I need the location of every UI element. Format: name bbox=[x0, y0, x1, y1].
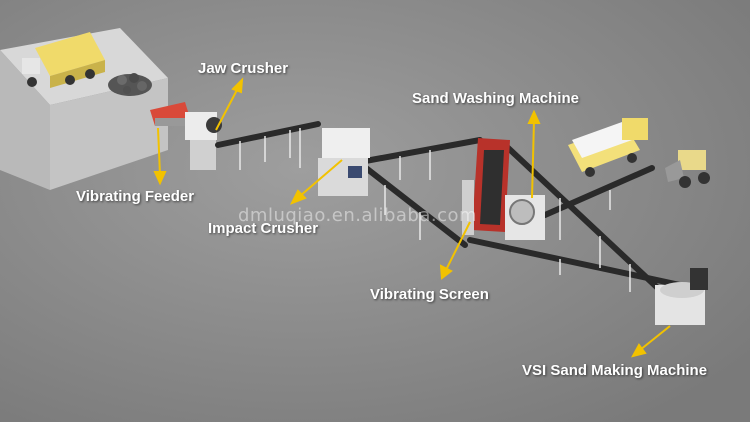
arrow-vibrating-feeder bbox=[153, 127, 167, 186]
label-jaw-crusher: Jaw Crusher bbox=[198, 60, 289, 77]
vsi-sand-making-machine bbox=[655, 268, 708, 325]
stone-pile-icon bbox=[108, 73, 152, 96]
conveyor-supports bbox=[239, 128, 631, 292]
watermark: dmluqiao.en.alibaba.com bbox=[238, 205, 478, 226]
label-vibrating-feeder: Vibrating Feeder bbox=[76, 188, 195, 205]
label-vsi-sand-making-machine: VSI Sand Making Machine bbox=[522, 362, 708, 379]
impact-crusher-machine bbox=[318, 128, 370, 196]
arrow-jaw-crusher bbox=[215, 77, 244, 131]
label-sand-washing-machine: Sand Washing Machine bbox=[412, 90, 579, 107]
wheel-loader-icon bbox=[665, 150, 710, 188]
arrow-vibrating-screen bbox=[439, 221, 471, 280]
callout-arrows bbox=[153, 77, 671, 358]
white-load-truck-icon bbox=[568, 118, 648, 177]
vibrating-feeder-machine bbox=[150, 102, 190, 126]
sand-washing-machine bbox=[505, 195, 545, 240]
arrow-sand-washing bbox=[527, 109, 541, 199]
label-vibrating-screen: Vibrating Screen bbox=[370, 286, 489, 303]
dump-truck-icon bbox=[22, 32, 105, 88]
arrow-vsi bbox=[631, 325, 671, 358]
jaw-crusher-machine bbox=[185, 112, 222, 170]
arrow-impact-crusher bbox=[289, 159, 343, 205]
vibrating-screen-machine bbox=[462, 138, 510, 235]
label-impact-crusher: Impact Crusher bbox=[208, 220, 319, 237]
